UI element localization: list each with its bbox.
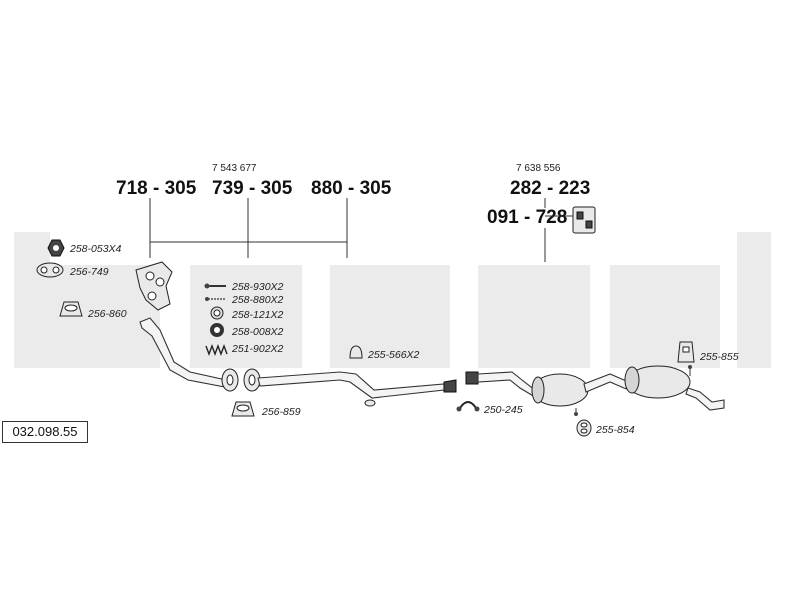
nut-icon — [47, 239, 65, 257]
logo-block-7 — [737, 232, 771, 368]
rear-pipe-icon — [465, 371, 541, 401]
fitting-label-4: 258-930X2 — [231, 281, 284, 293]
flange-joint-icon — [221, 368, 261, 392]
logo-watermark — [14, 232, 771, 368]
manifold-icon — [135, 261, 173, 311]
clamp-icon — [456, 401, 480, 412]
fitting-label-2: 256-749 — [69, 266, 109, 278]
stud-icon — [205, 297, 226, 301]
rubber-ring-icon — [576, 419, 592, 437]
fitting-label-8: 251-902X2 — [231, 343, 284, 355]
logo-block-6 — [610, 265, 720, 368]
logo-block-3 — [190, 265, 302, 368]
logo-block-5 — [478, 265, 590, 368]
ring-gasket-icon — [59, 301, 83, 317]
bolt-icon — [204, 283, 226, 289]
flange-nut-icon — [210, 323, 224, 337]
center-silencer-icon — [531, 373, 589, 416]
pipe-bracket-icon — [364, 399, 376, 407]
ring-seal-icon — [231, 401, 255, 417]
fitting-label-13: 255-855 — [699, 351, 739, 363]
fitting-label-3: 256-860 — [87, 308, 127, 320]
tail-pipe-icon — [685, 387, 725, 411]
leader-lines — [149, 198, 574, 262]
rear-hanger-icon — [677, 341, 695, 363]
catalog-number: 032.098.55 — [12, 424, 78, 439]
fitting-label-11: 250-245 — [483, 404, 523, 416]
middle-pipe-icon — [257, 371, 445, 399]
fitting-label-12: 255-854 — [595, 424, 635, 436]
hanger-091-728-icon — [572, 206, 596, 234]
part-number-2: 739 - 305 — [212, 178, 293, 199]
logo-block-4 — [330, 265, 450, 368]
washer-icon — [210, 306, 224, 320]
gasket-icon — [36, 262, 64, 278]
part-number-1: 718 - 305 — [116, 178, 197, 199]
rubber-mount-icon — [349, 345, 363, 359]
fitting-label-1: 258-053X4 — [69, 243, 122, 255]
fitting-label-10: 256-859 — [261, 406, 301, 418]
part-number-3: 880 - 305 — [311, 178, 392, 199]
part-number-4: 282 - 223 — [510, 178, 590, 199]
logo-block-1 — [14, 232, 50, 368]
fitting-label-5: 258-880X2 — [231, 294, 284, 306]
part-number-5: 091 - 728 — [487, 207, 567, 228]
fitting-label-6: 258-121X2 — [231, 309, 284, 321]
fitting-label-7: 258-008X2 — [231, 326, 284, 338]
pipe-end-icon — [443, 379, 457, 393]
fitting-label-9: 255-566X2 — [367, 349, 420, 361]
spring-icon — [205, 344, 228, 356]
group-number-rear: 7 638 556 — [516, 163, 561, 174]
catalog-number-box: 032.098.55 — [2, 421, 88, 443]
rear-silencer-icon — [624, 365, 692, 399]
group-number-front: 7 543 677 — [212, 163, 257, 174]
